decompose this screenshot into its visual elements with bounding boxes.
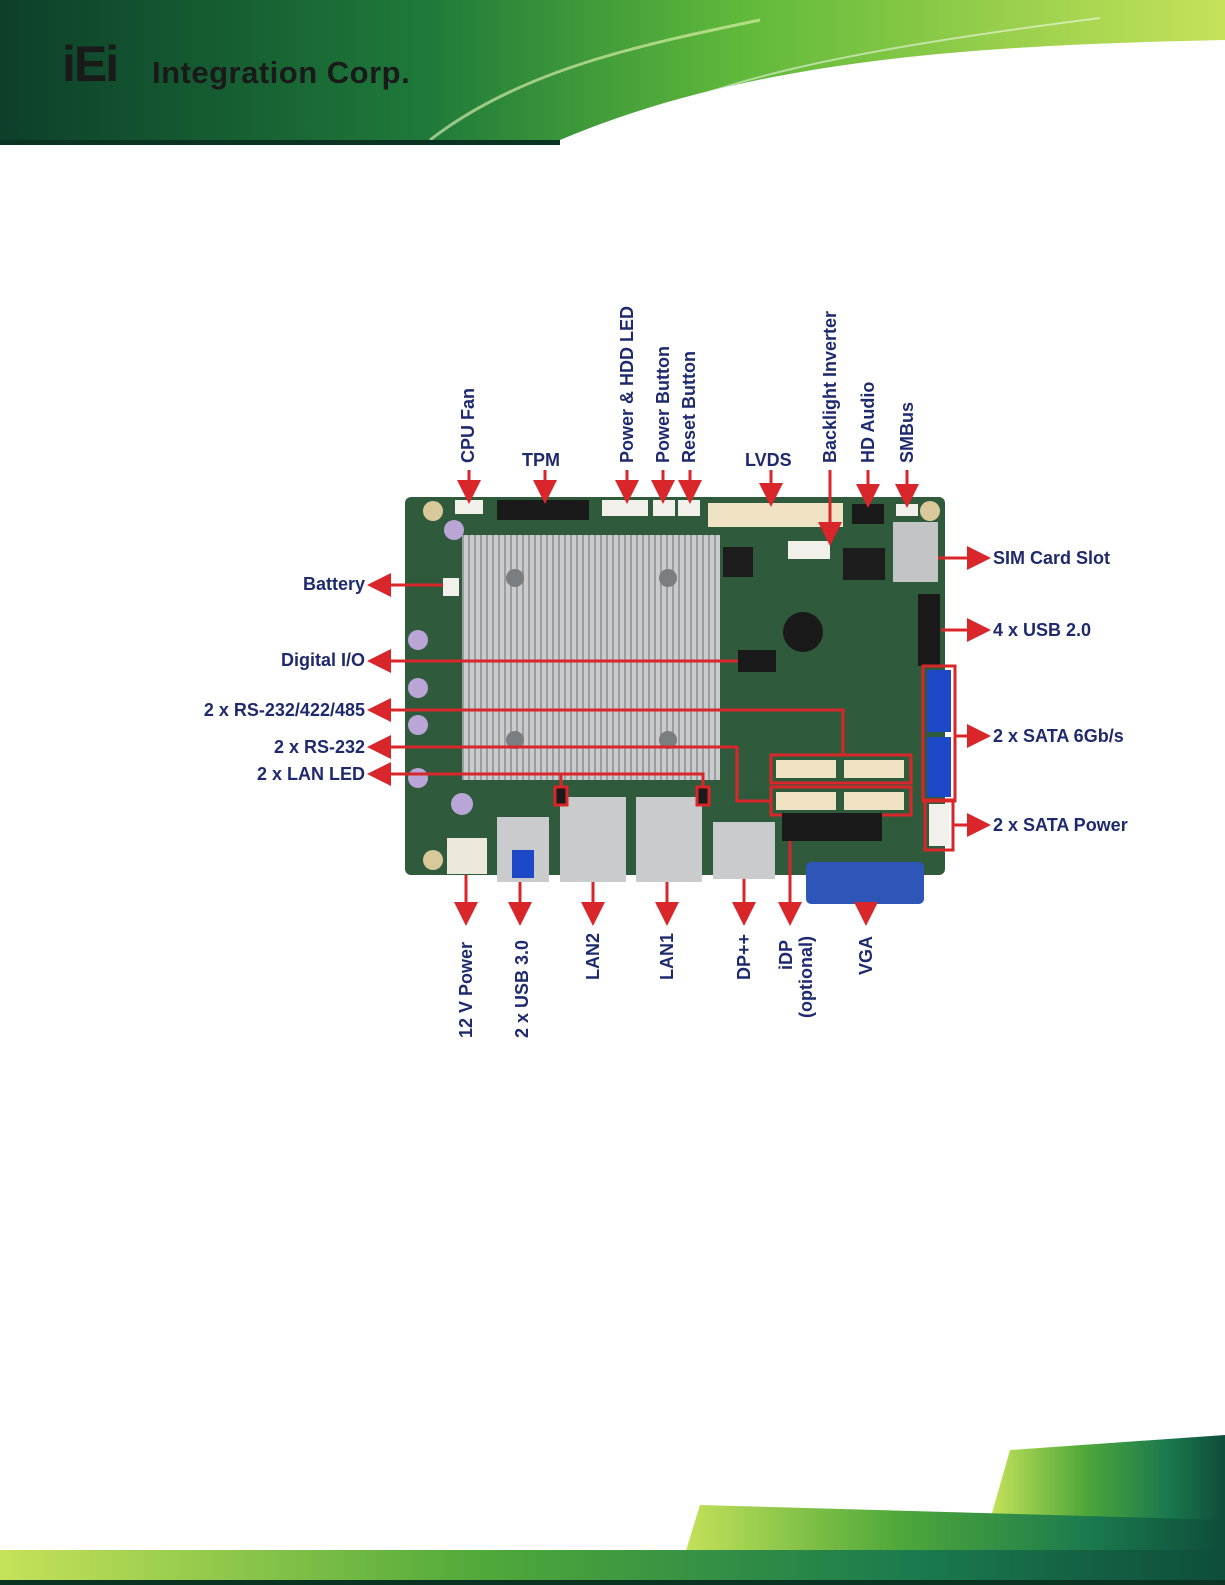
heatsink-screw [506,569,524,587]
mount-hole [423,501,443,521]
label-12v-power: 12 V Power [456,942,476,1038]
label-sata-6gb: 2 x SATA 6Gb/s [993,726,1124,746]
dp-port [713,822,775,879]
label-backlight-inverter: Backlight Inverter [820,311,840,463]
buzzer [783,612,823,652]
label-usb30: 2 x USB 3.0 [512,940,532,1038]
rs232-connector [844,792,904,810]
lan-led [555,787,567,805]
idp-header [782,813,882,841]
label-sim-card-slot: SIM Card Slot [993,548,1110,568]
tpm-header [497,500,589,520]
rs232-connector [776,792,836,810]
power-button-connector [653,500,675,516]
label-idp: iDP [776,940,796,970]
lan1-port [636,797,702,882]
capacitor [408,768,428,788]
label-power-button: Power Button [653,346,673,463]
sata-connector [927,737,951,797]
label-rs232: 2 x RS-232 [180,737,365,757]
cpu-fan-connector [455,500,483,514]
label-battery: Battery [180,574,365,594]
label-reset-button: Reset Button [679,351,699,463]
label-tpm: TPM [522,450,560,470]
heatsink-screw [659,569,677,587]
lvds-connector [708,503,843,527]
mount-hole [920,501,940,521]
label-lan2: LAN2 [583,933,603,980]
heatsink [462,535,720,780]
label-idp-optional: (optional) [796,936,816,1018]
label-power-hdd-led: Power & HDD LED [617,306,637,463]
label-dp: DP++ [734,934,754,980]
mount-hole [423,850,443,870]
label-rs232-422-485: 2 x RS-232/422/485 [160,700,365,720]
capacitor [451,793,473,815]
lan-led [697,787,709,805]
capacitor [408,715,428,735]
sata-power-connector [929,804,949,846]
chip [843,548,885,580]
label-hd-audio: HD Audio [858,382,878,463]
rs232-422-485-connector [844,760,904,778]
label-cpu-fan: CPU Fan [458,388,478,463]
label-smbus: SMBus [897,402,917,463]
capacitor [408,678,428,698]
digital-io-header [738,650,776,672]
power-12v-connector [447,838,487,874]
sata-connector [927,670,951,732]
capacitor [408,630,428,650]
label-sata-power: 2 x SATA Power [993,815,1128,835]
chip [723,547,753,577]
battery-connector [443,578,459,596]
hd-audio-header [852,504,884,524]
lan2-port [560,797,626,882]
smbus-connector [896,504,918,516]
label-vga: VGA [856,936,876,975]
reset-button-connector [678,500,700,516]
backlight-connector [788,541,830,559]
sim-slot [893,522,938,582]
label-lan1: LAN1 [657,933,677,980]
vga-connector [806,862,924,904]
capacitor [444,520,464,540]
label-usb20: 4 x USB 2.0 [993,620,1091,640]
label-digital-io: Digital I/O [180,650,365,670]
label-lan-led: 2 x LAN LED [180,764,365,784]
power-hdd-led-connector [602,500,648,516]
usb20-header [918,594,940,666]
rs232-422-485-connector [776,760,836,778]
usb30-tongue [512,850,534,878]
label-lvds: LVDS [745,450,792,470]
